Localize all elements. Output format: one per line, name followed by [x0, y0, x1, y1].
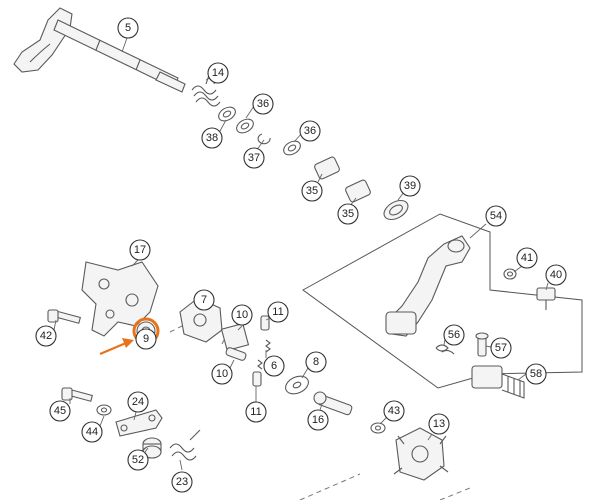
callout-9-label: 9	[143, 333, 149, 345]
callout-13-label: 13	[433, 418, 445, 430]
callout-58: 58	[525, 363, 547, 385]
part-washer-44	[96, 404, 112, 416]
callout-37-label: 37	[248, 152, 260, 164]
callout-57: 57	[490, 337, 512, 359]
callout-56: 56	[443, 324, 465, 346]
part-pin-57	[475, 332, 489, 357]
callout-10-upper: 10	[231, 304, 253, 326]
callout-40-label: 40	[550, 269, 562, 281]
callout-10-upper-label: 10	[236, 309, 248, 321]
callout-54: 54	[485, 205, 507, 227]
part-locking-plate	[81, 261, 159, 337]
group-box-shift-lever	[302, 213, 583, 389]
callout-36-upper: 36	[252, 93, 274, 115]
callout-7: 7	[193, 289, 215, 311]
callout-54-label: 54	[490, 210, 502, 222]
callout-44: 44	[81, 421, 103, 443]
callout-9: 9	[135, 328, 157, 350]
callout-40: 40	[545, 264, 567, 286]
callout-41: 41	[516, 247, 538, 269]
callout-43-label: 43	[388, 405, 400, 417]
callout-45-label: 45	[54, 405, 66, 417]
part-bolt-45	[61, 387, 94, 402]
callout-35-right: 35	[337, 203, 359, 225]
part-lever-24	[115, 409, 163, 437]
part-lever-tip-58	[471, 365, 525, 399]
part-shift-lever	[385, 235, 471, 337]
callout-10-lower: 10	[211, 363, 233, 385]
callout-45: 45	[49, 400, 71, 422]
callout-6-label: 6	[271, 360, 277, 372]
part-spring-23	[169, 429, 201, 461]
callout-14-label: 14	[212, 67, 224, 79]
callout-8: 8	[305, 351, 327, 373]
callout-24: 24	[127, 391, 149, 413]
callout-5: 5	[117, 17, 139, 39]
callout-43: 43	[383, 400, 405, 422]
callout-38: 38	[201, 127, 223, 149]
part-shift-drum	[393, 427, 449, 481]
callout-36-upper-label: 36	[257, 98, 269, 110]
callout-41-label: 41	[521, 252, 533, 264]
callout-35-right-label: 35	[342, 208, 354, 220]
callout-56-label: 56	[448, 329, 460, 341]
centre-lines	[169, 325, 471, 500]
callout-44-label: 44	[86, 426, 98, 438]
callout-16-label: 16	[312, 414, 324, 426]
callout-17: 17	[129, 239, 151, 261]
callout-11-lower-label: 11	[250, 406, 261, 418]
part-spring-56	[435, 344, 455, 355]
callout-17-label: 17	[134, 244, 146, 256]
callout-37: 37	[243, 147, 265, 169]
callout-10-lower-label: 10	[216, 368, 228, 380]
callout-52: 52	[127, 449, 149, 471]
part-roller-52	[142, 437, 162, 459]
callout-35-left-label: 35	[306, 185, 318, 197]
callout-11-upper: 11	[267, 301, 289, 323]
part-pin-16	[313, 391, 353, 416]
part-shift-shaft	[13, 7, 186, 93]
callout-14: 14	[207, 62, 229, 84]
callout-39-label: 39	[404, 180, 416, 192]
part-washer-43	[370, 422, 386, 434]
callout-58-label: 58	[530, 368, 542, 380]
part-lever-bolt-41-40	[503, 268, 556, 310]
callout-36-lower: 36	[299, 120, 321, 142]
part-washers	[218, 106, 301, 156]
callout-8-label: 8	[313, 356, 319, 368]
callout-42-label: 42	[40, 330, 52, 342]
callout-38-label: 38	[206, 132, 218, 144]
callout-7-label: 7	[201, 294, 207, 306]
callout-42: 42	[35, 325, 57, 347]
callout-11-upper-label: 11	[272, 306, 283, 318]
callout-36-lower-label: 36	[304, 125, 316, 137]
callout-35-left: 35	[301, 180, 323, 202]
callout-23-label: 23	[176, 476, 188, 488]
callout-24-label: 24	[132, 396, 144, 408]
callout-16: 16	[307, 409, 329, 431]
part-bolt-42	[47, 309, 82, 324]
callout-39: 39	[399, 175, 421, 197]
callout-13: 13	[428, 413, 450, 435]
callout-23: 23	[171, 471, 193, 493]
highlight-arrow	[99, 338, 134, 356]
part-needle-bearings	[314, 156, 409, 221]
callout-5-label: 5	[125, 22, 131, 34]
leader-lines	[53, 37, 549, 471]
callout-6: 6	[263, 355, 285, 377]
part-washer-8	[285, 375, 309, 395]
callout-52-label: 52	[132, 454, 144, 466]
callout-11-lower: 11	[245, 401, 267, 423]
callout-57-label: 57	[495, 342, 507, 354]
